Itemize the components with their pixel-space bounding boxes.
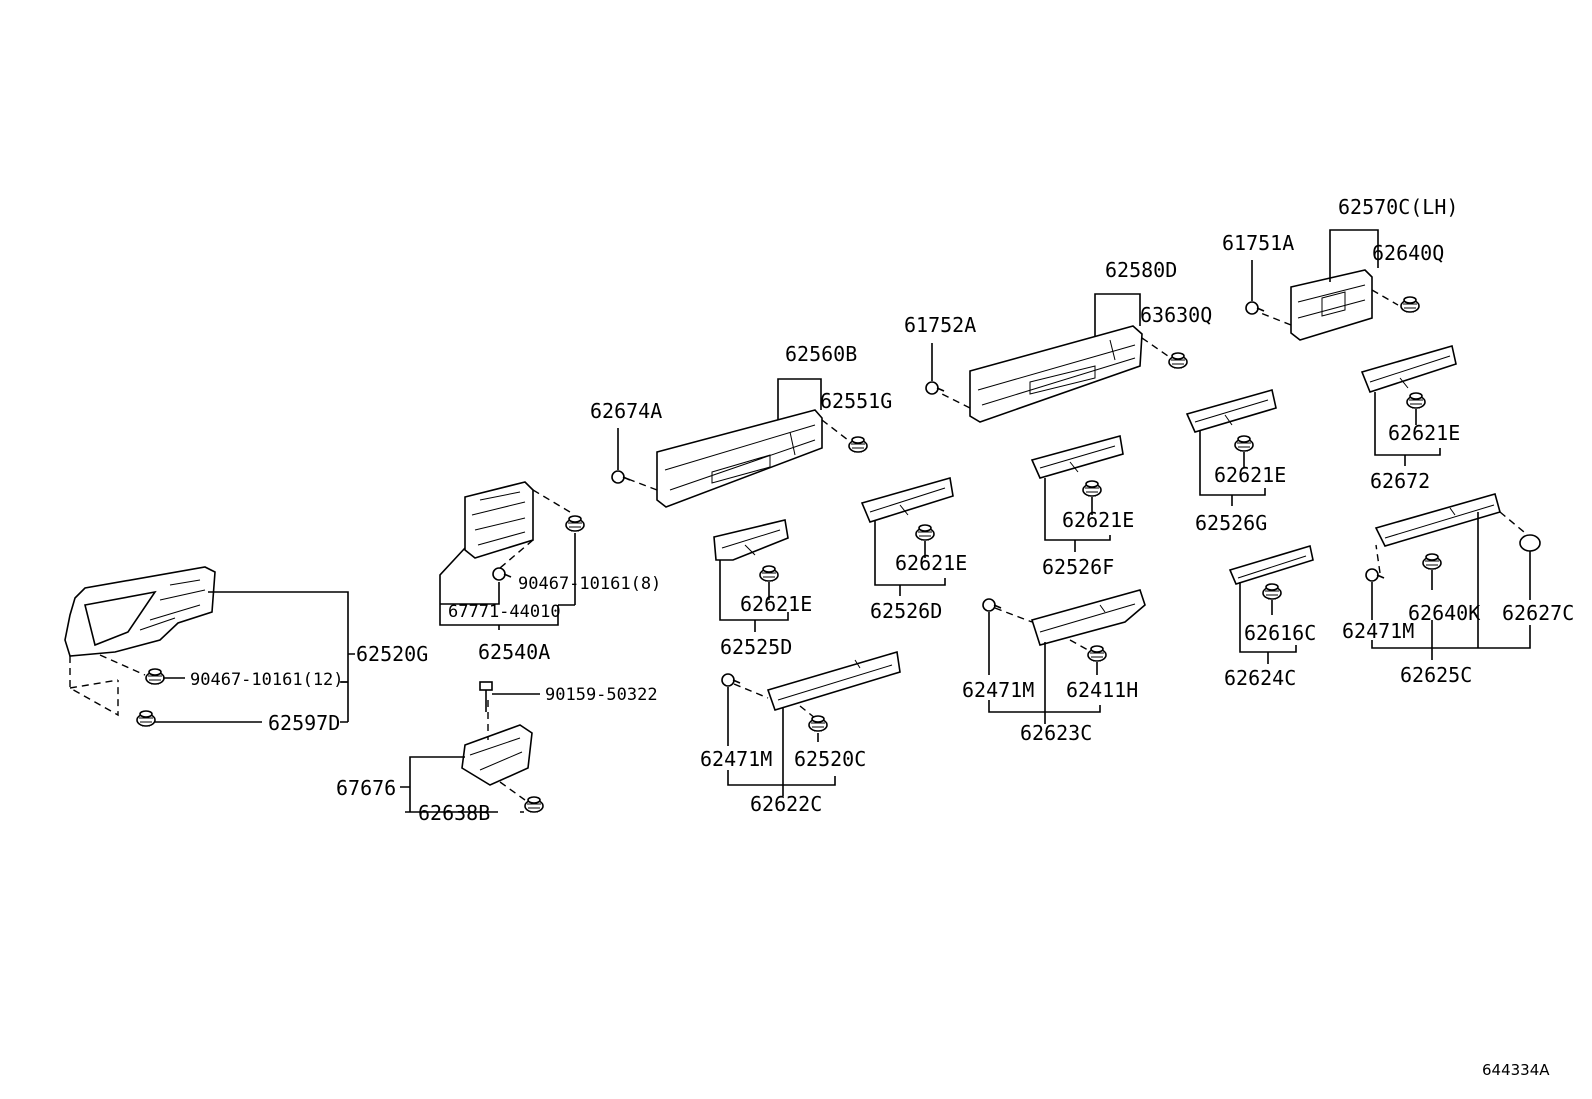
label-62526G: 62526G <box>1195 511 1267 535</box>
part-62526F-bracket <box>1030 434 1124 479</box>
clip-icon <box>1234 435 1254 452</box>
label-62471M-3: 62471M <box>1342 619 1414 643</box>
part-62672-bracket <box>1360 344 1457 393</box>
clip-icon <box>1082 480 1102 497</box>
label-61752A: 61752A <box>904 313 976 337</box>
label-90467-10161-12: 90467-10161(12) <box>190 670 344 690</box>
label-62672: 62672 <box>1370 469 1430 493</box>
part-62526D-bracket <box>860 476 954 523</box>
part-62625C-strip <box>1374 493 1525 574</box>
part-62520G-panel <box>64 566 216 717</box>
part-67676-bracket <box>461 700 533 801</box>
clip-icon <box>1406 392 1426 409</box>
clip-icon <box>136 710 156 727</box>
label-62621E-4: 62621E <box>1214 463 1286 487</box>
label-62622C: 62622C <box>750 792 822 816</box>
label-62621E-5: 62621E <box>1388 421 1460 445</box>
label-62640Q: 62640Q <box>1372 241 1444 265</box>
part-62560B-panel <box>619 409 849 508</box>
label-67676: 67676 <box>336 776 396 800</box>
label-90159-50322: 90159-50322 <box>545 685 658 705</box>
label-62520G: 62520G <box>356 642 428 666</box>
label-62570C-LH: 62570C(LH) <box>1338 195 1458 219</box>
part-62526G-bracket <box>1185 389 1277 433</box>
label-62411H: 62411H <box>1066 678 1138 702</box>
diagram-id: 644334A <box>1482 1061 1550 1079</box>
bolt-icon <box>479 681 493 712</box>
clip-icon <box>808 715 828 732</box>
screw-icon <box>925 381 945 395</box>
clip-icon <box>915 524 935 541</box>
label-62471M-2: 62471M <box>962 678 1034 702</box>
clip-icon <box>1400 296 1420 313</box>
label-62520C: 62520C <box>794 747 866 771</box>
label-62623C: 62623C <box>1020 721 1092 745</box>
clip-icon <box>759 565 779 582</box>
label-62525D: 62525D <box>720 635 792 659</box>
label-62621E-1: 62621E <box>740 592 812 616</box>
part-62570C-panel <box>1257 269 1399 341</box>
label-62674A: 62674A <box>590 399 662 423</box>
screw-icon <box>611 470 631 484</box>
nut-icon <box>492 567 512 581</box>
label-61751A: 61751A <box>1222 231 1294 255</box>
label-62627C: 62627C <box>1502 601 1574 625</box>
label-67771-44010: 67771-44010 <box>448 602 561 622</box>
label-62616C: 62616C <box>1244 621 1316 645</box>
part-62525D-bracket <box>713 519 789 561</box>
label-62624C: 62624C <box>1224 666 1296 690</box>
label-62621E-3: 62621E <box>1062 508 1134 532</box>
label-62638B: 62638B <box>418 801 490 825</box>
clip-icon <box>1087 645 1107 662</box>
label-62621E-2: 62621E <box>895 551 967 575</box>
grommet-icon <box>1519 534 1541 552</box>
clip-icon <box>848 436 868 453</box>
clip-icon <box>145 668 165 685</box>
label-62526D: 62526D <box>870 599 942 623</box>
label-62540A: 62540A <box>478 640 550 664</box>
label-62580D: 62580D <box>1105 258 1177 282</box>
part-62622C-strip <box>733 650 901 719</box>
part-62540A-panel <box>464 481 571 569</box>
part-62623C-strip <box>994 589 1146 651</box>
label-62625C: 62625C <box>1400 663 1472 687</box>
label-62471M-1: 62471M <box>700 747 772 771</box>
screw-icon <box>721 673 741 687</box>
part-62580D-panel <box>937 325 1169 423</box>
clip-icon <box>1168 352 1188 369</box>
label-62560B: 62560B <box>785 342 857 366</box>
clip-icon <box>1422 553 1442 570</box>
screw-icon <box>1245 301 1265 315</box>
label-62597D: 62597D <box>268 711 340 735</box>
screw-icon <box>1365 568 1385 582</box>
clip-icon <box>524 796 544 813</box>
part-62624C-strip <box>1228 544 1314 585</box>
clip-icon <box>1262 583 1282 600</box>
clip-icon <box>565 515 585 532</box>
label-90467-10161-8: 90467-10161(8) <box>518 574 661 594</box>
label-63630Q: 63630Q <box>1140 303 1212 327</box>
label-62640K: 62640K <box>1408 601 1480 625</box>
label-62526F: 62526F <box>1042 555 1114 579</box>
label-62551G: 62551G <box>820 389 892 413</box>
